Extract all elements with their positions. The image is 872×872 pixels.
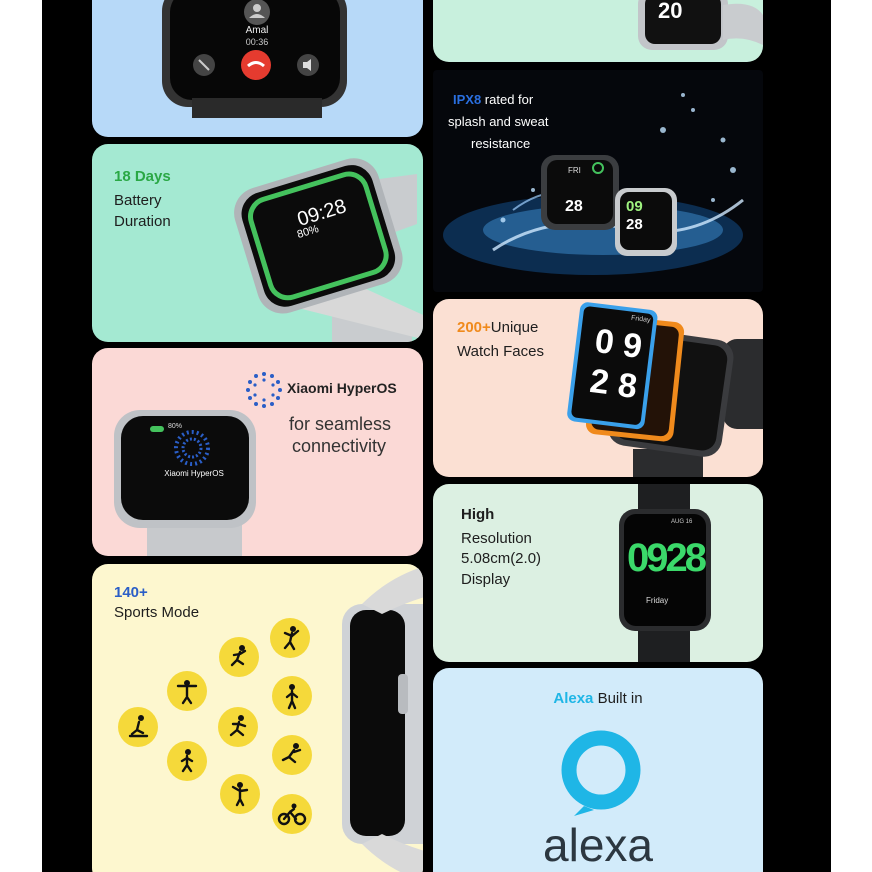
watch-battery-image [234, 158, 423, 342]
watch-call-screen [162, 0, 347, 118]
battery-line2: Duration [114, 213, 171, 230]
display-watch-time: 0928 [627, 536, 707, 580]
sports-card: 140+ Sports Mode [92, 564, 423, 872]
display-line3: 5.08cm(2.0) [461, 550, 542, 567]
water-highlight: IPX8 [453, 92, 482, 107]
product-feature-collage: Amal 00:36 18 Days Battery Duration 09:2… [42, 0, 831, 872]
hyperos-card: Xiaomi HyperOS for seamless connectivity… [92, 348, 423, 556]
water-watch-day: FRI [568, 166, 581, 175]
water-watch-time-c: 28 [626, 216, 643, 233]
sports-label: Sports Mode [114, 604, 200, 621]
faces-line1: Unique [490, 319, 539, 336]
water-text-line1: IPX8 rated for [453, 92, 533, 107]
display-line4: Display [461, 571, 511, 588]
hyperos-watch-percent: 80% [168, 423, 183, 430]
hyperos-line1: for seamless [289, 414, 392, 434]
water-line3: resistance [471, 136, 531, 151]
display-card: High Resolution 5.08cm(2.0) Display AUG … [433, 484, 763, 662]
display-watch-date: AUG 16 [671, 519, 693, 525]
hyperos-watch-logo: Xiaomi HyperOS [164, 469, 224, 478]
alexa-card: Alexa Built in alexa [433, 668, 763, 872]
faces-line2: Watch Faces [457, 343, 544, 360]
watch-display-image [619, 484, 711, 662]
hyperos-logo-icon [246, 372, 282, 408]
battery-line1: Battery [114, 192, 162, 209]
sprint-icon [272, 735, 312, 775]
hyperos-line2: connectivity [292, 436, 387, 456]
watch-hyperos-image [114, 410, 256, 556]
water-watch-time-a: 28 [565, 198, 583, 215]
sports-highlight: 140+ [114, 584, 148, 601]
display-line2: Resolution [461, 530, 532, 547]
faces-highlight: 200+ [457, 319, 491, 336]
partial-time: 20 [658, 0, 683, 23]
display-line1: High [461, 506, 495, 523]
water-line2: splash and sweat [448, 114, 549, 129]
alexa-highlight: Alexa [553, 690, 594, 707]
alexa-wordmark: alexa [543, 819, 653, 871]
battery-highlight: 18 Days [114, 168, 171, 185]
call-duration: 00:36 [245, 37, 269, 47]
watch-faces-image [567, 302, 763, 477]
call-card: Amal 00:36 [92, 0, 423, 137]
alexa-rest: Built in [593, 690, 643, 707]
water-line1: rated for [481, 92, 534, 107]
top-right-card: 20 [433, 0, 763, 62]
display-watch-day: Friday [646, 596, 669, 605]
alexa-logo-icon [561, 730, 641, 816]
faces-card: 200+Unique Watch Faces Friday 0 9 2 8 [433, 299, 763, 477]
faces-text-line1: 200+Unique [457, 319, 538, 336]
alexa-heading: Alexa Built in [433, 690, 763, 707]
water-card: IPX8 rated for splash and sweat resistan… [433, 70, 763, 292]
sports-icons [118, 566, 423, 872]
water-watch-time-b: 09 [626, 198, 643, 215]
watch-partial-image [638, 0, 763, 50]
hyperos-logo-text: Xiaomi HyperOS [287, 380, 397, 396]
caller-name: Amal [245, 25, 269, 36]
water-splash-image [443, 93, 744, 275]
battery-card: 18 Days Battery Duration 09:28 80% [92, 144, 423, 342]
